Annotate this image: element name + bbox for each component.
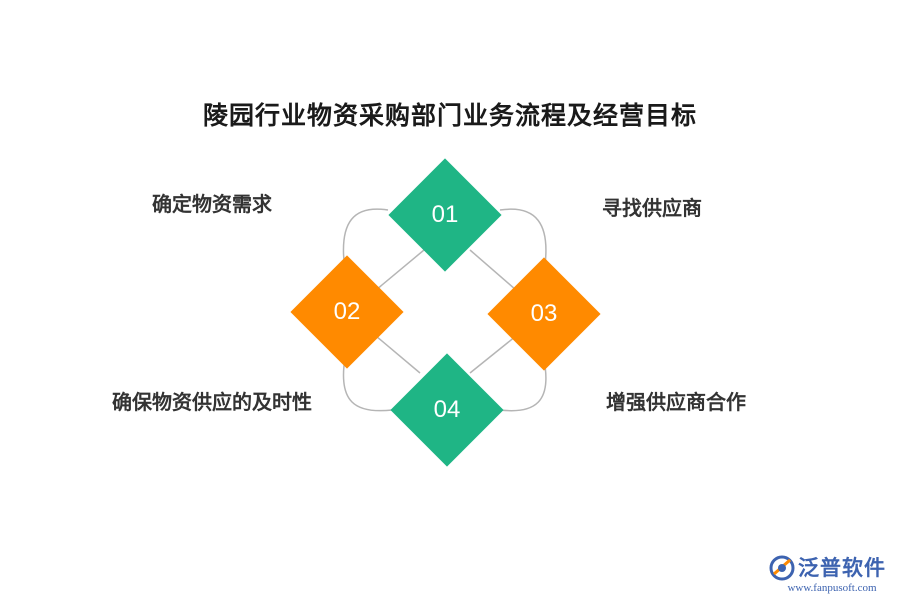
step-02-label: 确保物资供应的及时性 (112, 390, 312, 414)
step-03-label: 寻找供应商 (602, 196, 702, 220)
step-03-number: 03 (530, 300, 558, 327)
step-01-number: 01 (431, 201, 459, 228)
step-04-number: 04 (433, 396, 461, 423)
step-02-number: 02 (333, 298, 361, 325)
brand-logo: 泛普软件 www.fanpusoft.com (768, 552, 896, 598)
brand-logo-icon (769, 555, 795, 581)
diagram-title: 陵园行业物资采购部门业务流程及经营目标 (202, 101, 697, 130)
brand-url: www.fanpusoft.com (787, 582, 877, 594)
step-01-label: 确定物资需求 (152, 192, 272, 216)
step-04-label: 增强供应商合作 (606, 390, 746, 414)
brand-name: 泛普软件 (798, 556, 886, 580)
